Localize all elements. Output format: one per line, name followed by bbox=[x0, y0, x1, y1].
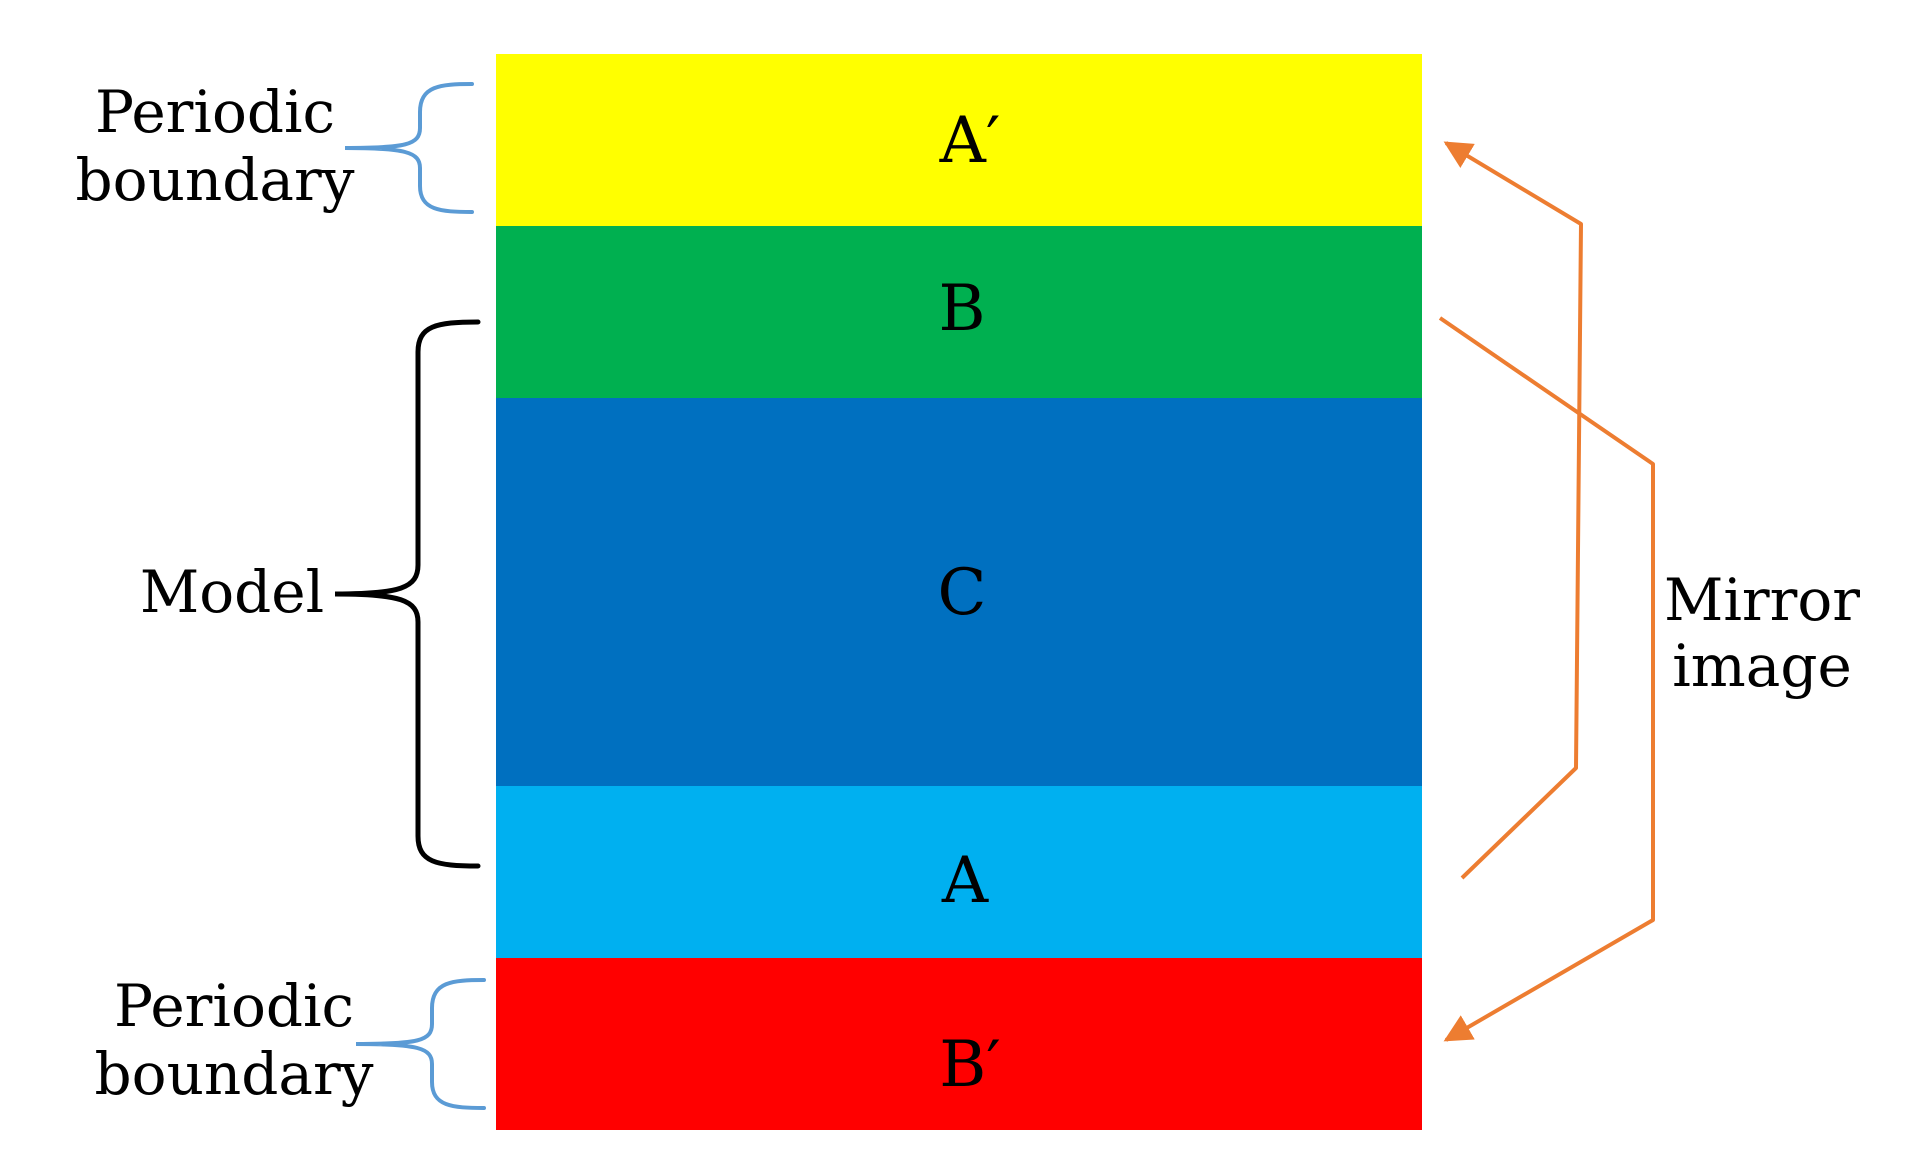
layer-b-prime bbox=[496, 958, 1422, 1130]
periodic-boundary-top: Periodic boundary bbox=[76, 78, 474, 214]
layer-b bbox=[496, 226, 1422, 398]
layer-a-prime-label: A′ bbox=[939, 104, 1001, 178]
periodic-boundary-top-brace bbox=[344, 82, 474, 214]
periodic-boundary-bottom: Periodic boundary bbox=[95, 972, 486, 1110]
layer-c bbox=[496, 398, 1422, 786]
periodic-boundary-bottom-brace bbox=[355, 978, 486, 1110]
mirror-arrow-a-to-a-prime bbox=[1443, 141, 1583, 880]
periodic-boundary-bottom-line2: boundary bbox=[95, 1040, 374, 1108]
layer-b-prime-label: B′ bbox=[939, 1028, 1001, 1102]
mirror-arrow-b-to-b-prime bbox=[1438, 316, 1655, 1042]
layer-b-label: B bbox=[938, 272, 985, 346]
periodic-boundary-top-line2: boundary bbox=[76, 146, 355, 214]
layer-stack bbox=[496, 54, 1422, 1130]
model-label: Model bbox=[140, 558, 324, 626]
model-brace bbox=[334, 319, 481, 869]
model-group: Model bbox=[140, 319, 481, 869]
mirror-image-line1: Mirror bbox=[1664, 566, 1860, 634]
periodic-boundary-bottom-line1: Periodic bbox=[114, 972, 354, 1040]
mirror-image-label-group: Mirror image bbox=[1664, 566, 1860, 700]
layer-a bbox=[496, 786, 1422, 958]
layer-labels: A′ B C A B′ bbox=[938, 104, 1001, 1102]
mirror-arrows bbox=[1438, 141, 1655, 1042]
mirror-image-line2: image bbox=[1672, 632, 1852, 700]
layer-a-prime bbox=[496, 54, 1422, 226]
layer-c-label: C bbox=[938, 556, 987, 630]
layer-a-label: A bbox=[941, 844, 989, 918]
periodic-boundary-top-line1: Periodic bbox=[95, 78, 335, 146]
